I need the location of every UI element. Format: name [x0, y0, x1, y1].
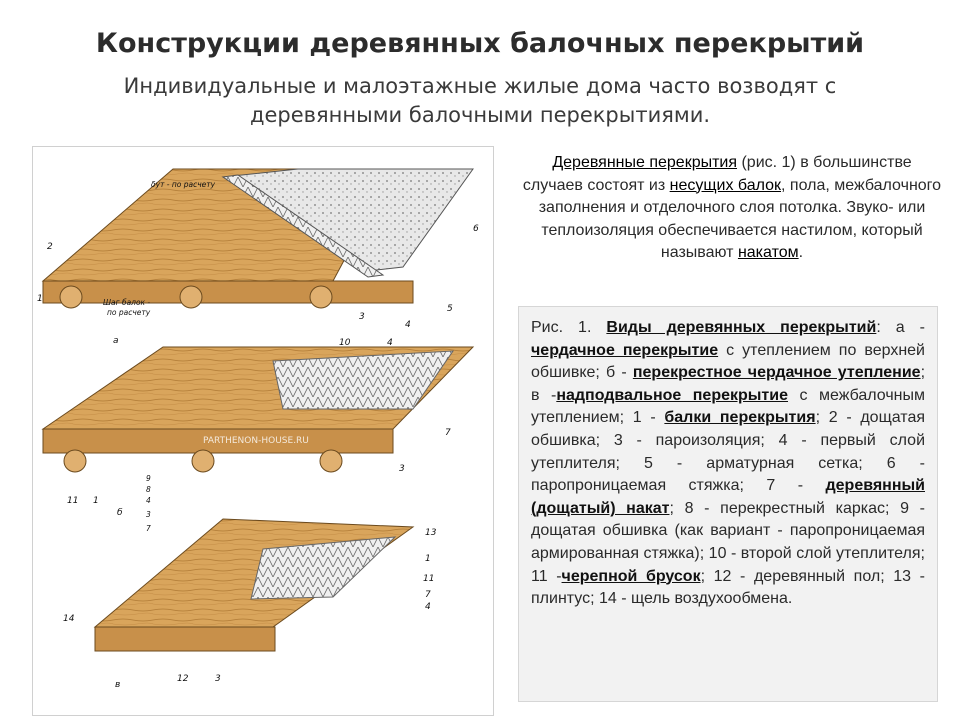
beam-end: [309, 285, 333, 309]
second-insulation-layer: [272, 350, 454, 410]
label-10: 10: [339, 338, 351, 348]
label-3: 3: [215, 674, 221, 684]
watermark: PARTHENON-HOUSE.RU: [203, 436, 309, 446]
label-3: 3: [399, 464, 405, 474]
beam-end: [179, 285, 203, 309]
caption-key-term: чердачное перекрытие: [531, 341, 719, 359]
insulation-layer: [221, 174, 385, 278]
label-4: 4: [405, 320, 411, 330]
stack-label-8: 8: [146, 485, 151, 494]
label-2: 2: [47, 242, 53, 252]
beam-end: [319, 449, 343, 473]
slide-title: Конструкции деревянных балочных перекрыт…: [95, 28, 865, 59]
dim-beam-label-1: Шаг балок -: [103, 298, 150, 307]
label-1: 1: [425, 554, 431, 564]
beam-row: [94, 626, 276, 652]
caption-key-term: деревянный (дощатый) накат: [531, 477, 925, 517]
label-4: 4: [425, 602, 431, 612]
figure-caption-box: Рис. 1. Виды деревянных перекрытий: а - …: [518, 306, 938, 702]
caption-text: Рис. 1.: [531, 319, 607, 336]
caption-text: с утеплением по верхней обшивке; б -: [531, 341, 925, 382]
label-3: 3: [359, 312, 365, 322]
beam-row: [42, 280, 414, 304]
label-5: 5: [447, 304, 453, 314]
floor-diagram-figure: δут - по расчету Шаг балок - по расчету …: [32, 146, 494, 716]
beam-end: [191, 449, 215, 473]
intro-text: , пола, межбалочного заполнения и отдело…: [538, 176, 942, 262]
stack-label-9: 9: [146, 474, 151, 483]
caption-key-term: балки перекрытия: [664, 409, 816, 427]
beam-end: [59, 285, 83, 309]
caption-text: с межбалочным утеплением; 1 -: [531, 386, 926, 427]
caption-key-term: перекрестное чердачное утепление: [632, 364, 921, 382]
diagram-c-letter: в: [115, 680, 120, 690]
label-7: 7: [425, 590, 431, 600]
wood-floor: [93, 518, 415, 628]
label-4: 4: [387, 338, 393, 348]
diagram-a-letter: а: [113, 336, 119, 346]
caption-text: ; 2 - дощатая обшивка; 3 - пароизоляция;…: [531, 409, 926, 495]
slide-subtitle: Индивидуальные и малоэтажные жилые дома …: [123, 74, 837, 127]
label-7: 7: [445, 428, 451, 438]
caption-key-term: надподвальное перекрытие: [556, 386, 789, 404]
label-1: 1: [37, 294, 43, 304]
stack-label-4: 4: [146, 496, 151, 505]
intro-paragraph: Деревянные перекрытия (рис. 1) в большин…: [522, 152, 942, 265]
label-1: 1: [93, 496, 99, 506]
caption-text: : а -: [876, 319, 926, 336]
stack-label-7: 7: [146, 524, 151, 533]
label-6: 6: [473, 224, 479, 234]
label-11: 11: [67, 496, 78, 506]
intro-text: (рис. 1) в большинстве случаев состоят и…: [522, 154, 912, 194]
intro-key-term: накатом: [737, 244, 799, 261]
intro-key-term: Деревянные перекрытия: [552, 154, 738, 171]
diagram-a: δут - по расчету Шаг балок - по расчету …: [37, 168, 479, 346]
beam-row: [42, 428, 394, 454]
caption-text: ; 12 - деревянный пол; 13 - плинтус; 14 …: [531, 567, 925, 608]
caption-key-term: Виды деревянных перекрытий: [606, 319, 877, 336]
diagram-b: PARTHENON-HOUSE.RU 10 4 7 3 11 1 9 8 4 3…: [41, 338, 475, 533]
intro-key-term: несущих балок: [669, 176, 782, 194]
between-beam-insulation: [250, 536, 397, 600]
label-13: 13: [425, 528, 437, 538]
diagram-b-letter: б: [117, 508, 123, 518]
caption-text: ; 8 - перекрестный каркас; 9 - дощатая о…: [531, 499, 926, 585]
caption-text: ; в -: [531, 364, 926, 404]
intro-text: .: [798, 244, 804, 261]
diagram-c: 13 1 11 7 4 14 12 3 в: [63, 518, 437, 690]
label-12: 12: [177, 674, 189, 684]
floor-diagram: δут - по расчету Шаг балок - по расчету …: [37, 168, 479, 690]
label-11: 11: [423, 574, 434, 584]
dim-beam-label-2: по расчету: [107, 308, 151, 317]
label-14: 14: [63, 614, 75, 624]
dim-top-label: δут - по расчету: [151, 180, 216, 189]
caption-key-term: черепной брусок: [561, 567, 701, 585]
beam-end: [63, 449, 87, 473]
stack-label-3: 3: [146, 510, 151, 519]
